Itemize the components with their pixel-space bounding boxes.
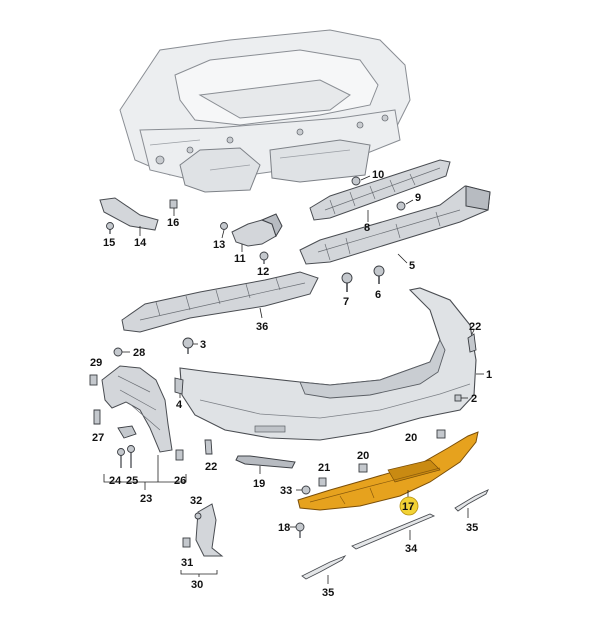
- callout-35-lower: 35: [322, 587, 334, 599]
- callout-11: 11: [234, 253, 246, 265]
- callout-18: 18: [278, 522, 290, 534]
- part-6-nut: [373, 265, 385, 284]
- callout-6: 6: [375, 289, 381, 301]
- callout-10: 10: [372, 169, 384, 181]
- part-4-bracket: [174, 377, 184, 398]
- part-11-mount-bracket: [231, 213, 283, 252]
- callout-14: 14: [134, 237, 147, 249]
- part-34-chrome-strip: [351, 513, 436, 550]
- part-15-screw: [106, 222, 114, 234]
- callout-31: 31: [181, 557, 193, 569]
- callout-5: 5: [409, 260, 415, 272]
- callout-26: 26: [174, 475, 186, 487]
- part-8-upper-bracket: [309, 159, 451, 222]
- callout-8: 8: [364, 222, 370, 234]
- callout-27: 27: [92, 432, 104, 444]
- callout-9: 9: [415, 192, 421, 204]
- part-33-screw: [296, 485, 311, 495]
- callout-20-right: 20: [405, 432, 417, 444]
- callout-7: 7: [343, 296, 349, 308]
- part-27-clip: [93, 409, 101, 425]
- callout-17-highlight-marker: 17: [399, 496, 419, 516]
- callout-20-left: 20: [357, 450, 369, 462]
- part-35-chrome-trim-upper: [454, 489, 489, 518]
- callout-34: 34: [405, 543, 418, 555]
- callout-22-right: 22: [469, 321, 481, 333]
- callout-36: 36: [256, 321, 268, 333]
- callout-13: 13: [213, 239, 225, 251]
- callout-29: 29: [90, 357, 102, 369]
- part-20-clip-left: [358, 463, 368, 473]
- callout-22-left: 22: [205, 461, 217, 473]
- part-28-screw: [113, 347, 130, 357]
- callout-2: 2: [471, 393, 477, 405]
- callout-23: 23: [140, 493, 152, 505]
- vehicle-rear-body: [119, 29, 411, 193]
- callout-1: 1: [486, 369, 492, 381]
- part-32-screw: [194, 512, 202, 520]
- callout-33: 33: [280, 485, 292, 497]
- callout-17: 17: [402, 501, 414, 513]
- part-21-clip: [318, 477, 327, 487]
- callout-32: 32: [190, 495, 202, 507]
- part-10-bolt: [351, 175, 371, 186]
- part-7-bolt: [341, 272, 353, 292]
- callout-25: 25: [126, 475, 138, 487]
- callout-12: 12: [257, 266, 269, 278]
- part-23-wheel-housing-liner: [101, 365, 187, 490]
- part-16-clip: [169, 199, 178, 216]
- part-14-side-bracket: [99, 197, 159, 236]
- part-13-screw: [220, 222, 228, 239]
- part-12-nut: [259, 251, 269, 264]
- part-20-clip-right: [436, 429, 446, 439]
- part-3-clip: [182, 337, 198, 354]
- part-18-screw: [290, 522, 305, 538]
- part-31-clip: [182, 537, 191, 548]
- callout-24: 24: [109, 475, 122, 487]
- callout-30: 30: [191, 579, 203, 591]
- callout-15: 15: [103, 237, 115, 249]
- callout-19: 19: [253, 478, 265, 490]
- part-9-nut: [396, 199, 414, 211]
- part-17-diffuser-highlighted: [297, 431, 479, 511]
- part-5-reinforcement-bar: [299, 185, 491, 265]
- callout-21: 21: [318, 462, 330, 474]
- callout-labels: 1 2 3 4 5 6 7 8 9 10 11 12 13 14 15 16 1…: [90, 169, 492, 599]
- part-30-mud-flap: [180, 503, 224, 577]
- part-22-right-bracket: [467, 329, 477, 353]
- part-2-clip: [454, 394, 468, 402]
- callout-4: 4: [176, 399, 183, 411]
- part-36-lower-absorber: [121, 271, 319, 333]
- part-25-screw: [127, 445, 135, 468]
- part-26-clip: [175, 449, 184, 461]
- callout-35-upper: 35: [466, 522, 478, 534]
- part-22-left-bracket: [204, 439, 213, 455]
- part-35-chrome-trim-lower: [301, 554, 347, 584]
- part-24-screw: [117, 448, 125, 468]
- part-29-clip: [89, 374, 98, 386]
- callout-28: 28: [133, 347, 145, 359]
- callout-16: 16: [167, 217, 179, 229]
- part-19-trim-strip: [235, 455, 296, 474]
- part-1-bumper-cover: [179, 287, 484, 441]
- callout-3: 3: [200, 339, 206, 351]
